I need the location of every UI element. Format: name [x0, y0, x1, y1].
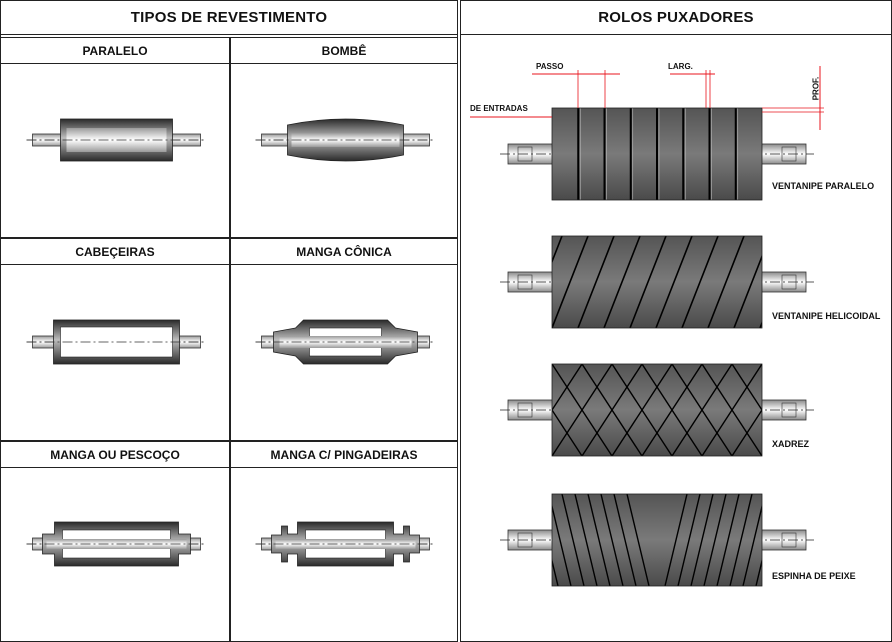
groove	[703, 494, 727, 586]
groove	[587, 494, 611, 586]
groove	[641, 364, 703, 456]
groove	[716, 494, 740, 586]
groove	[460, 364, 492, 456]
groove	[852, 364, 892, 456]
larg-label: LARG.	[668, 62, 693, 71]
manga-pescoco-roller-drawing	[26, 521, 207, 567]
groove	[611, 364, 673, 456]
groove	[822, 364, 882, 456]
groove	[742, 503, 762, 586]
cell-title: BOMBÊ	[231, 38, 457, 64]
cell-manga-pescoco: MANGA OU PESCOÇO	[0, 441, 230, 642]
roller-label-espinha: ESPINHA DE PEIXE	[772, 571, 856, 581]
cell-title: MANGA C/ PINGADEIRAS	[231, 442, 457, 468]
roller-label-paralelo: VENTANIPE PARALELO	[772, 181, 875, 191]
roller-xadrez	[460, 364, 892, 456]
roller-outline	[551, 493, 763, 587]
groove	[671, 364, 733, 456]
roller-espinha	[552, 494, 762, 586]
roller-helicoidal	[552, 236, 762, 328]
groove	[561, 494, 585, 586]
groove	[626, 494, 650, 586]
groove	[731, 408, 762, 456]
cell-bombe: BOMBÊ	[230, 37, 458, 238]
groove	[552, 364, 613, 456]
groove	[690, 494, 714, 586]
roller-paralelo	[552, 108, 762, 200]
roller-outline	[551, 107, 763, 201]
groove	[701, 364, 762, 456]
groove	[460, 364, 492, 456]
revestimento-title: TIPOS DE REVESTIMENTO	[1, 1, 457, 35]
groove	[613, 494, 637, 586]
groove	[852, 364, 892, 456]
cell-manga-pingadeiras: MANGA C/ PINGADEIRAS	[230, 441, 458, 642]
puxadores-drawing	[460, 66, 892, 587]
roller-outline	[551, 235, 763, 329]
cabeceiras-roller-drawing	[26, 319, 207, 365]
groove	[600, 494, 624, 586]
cell-title: PARALELO	[1, 38, 229, 64]
groove	[552, 503, 572, 586]
bombe-roller-drawing	[255, 118, 436, 162]
groove	[677, 494, 701, 586]
groove	[822, 364, 882, 456]
passo-label: PASSO	[536, 62, 564, 71]
roller-label-helicoidal: VENTANIPE HELICOIDAL	[772, 311, 881, 321]
roller-label-xadrez: XADREZ	[772, 439, 810, 449]
paralelo-roller-drawing	[26, 118, 207, 162]
cell-title: CABEÇEIRAS	[1, 239, 229, 265]
groove	[664, 494, 688, 586]
cell-manga-conica: MANGA CÔNICA	[230, 238, 458, 441]
groove	[574, 494, 598, 586]
entradas-label: DE ENTRADAS	[470, 104, 528, 113]
groove	[707, 236, 745, 328]
manga-pingadeiras-roller-drawing	[255, 521, 436, 567]
prof-label: PROF.	[811, 76, 821, 101]
groove	[882, 364, 892, 456]
groove	[681, 236, 719, 328]
groove	[731, 364, 762, 412]
groove	[577, 236, 615, 328]
cell-title: MANGA OU PESCOÇO	[1, 442, 229, 468]
cell-paralelo: PARALELO	[0, 37, 230, 238]
groove	[581, 364, 643, 456]
groove	[552, 557, 559, 586]
roller-body	[552, 236, 762, 328]
roller-body	[552, 494, 762, 586]
groove	[882, 364, 892, 456]
groove	[603, 236, 641, 328]
groove	[552, 408, 583, 456]
groove	[729, 494, 753, 586]
groove	[755, 557, 762, 586]
groove	[552, 364, 583, 412]
manga-conica-roller-drawing	[255, 319, 436, 365]
groove	[552, 236, 563, 264]
puxadores-title: ROLOS PUXADORES	[461, 1, 891, 35]
groove	[552, 236, 589, 328]
groove	[629, 236, 667, 328]
groove	[733, 254, 762, 328]
roller-body	[552, 364, 762, 456]
roller-outline	[551, 363, 763, 457]
cell-cabeceiras: CABEÇEIRAS	[0, 238, 230, 441]
cell-title: MANGA CÔNICA	[231, 239, 457, 265]
groove	[655, 236, 693, 328]
